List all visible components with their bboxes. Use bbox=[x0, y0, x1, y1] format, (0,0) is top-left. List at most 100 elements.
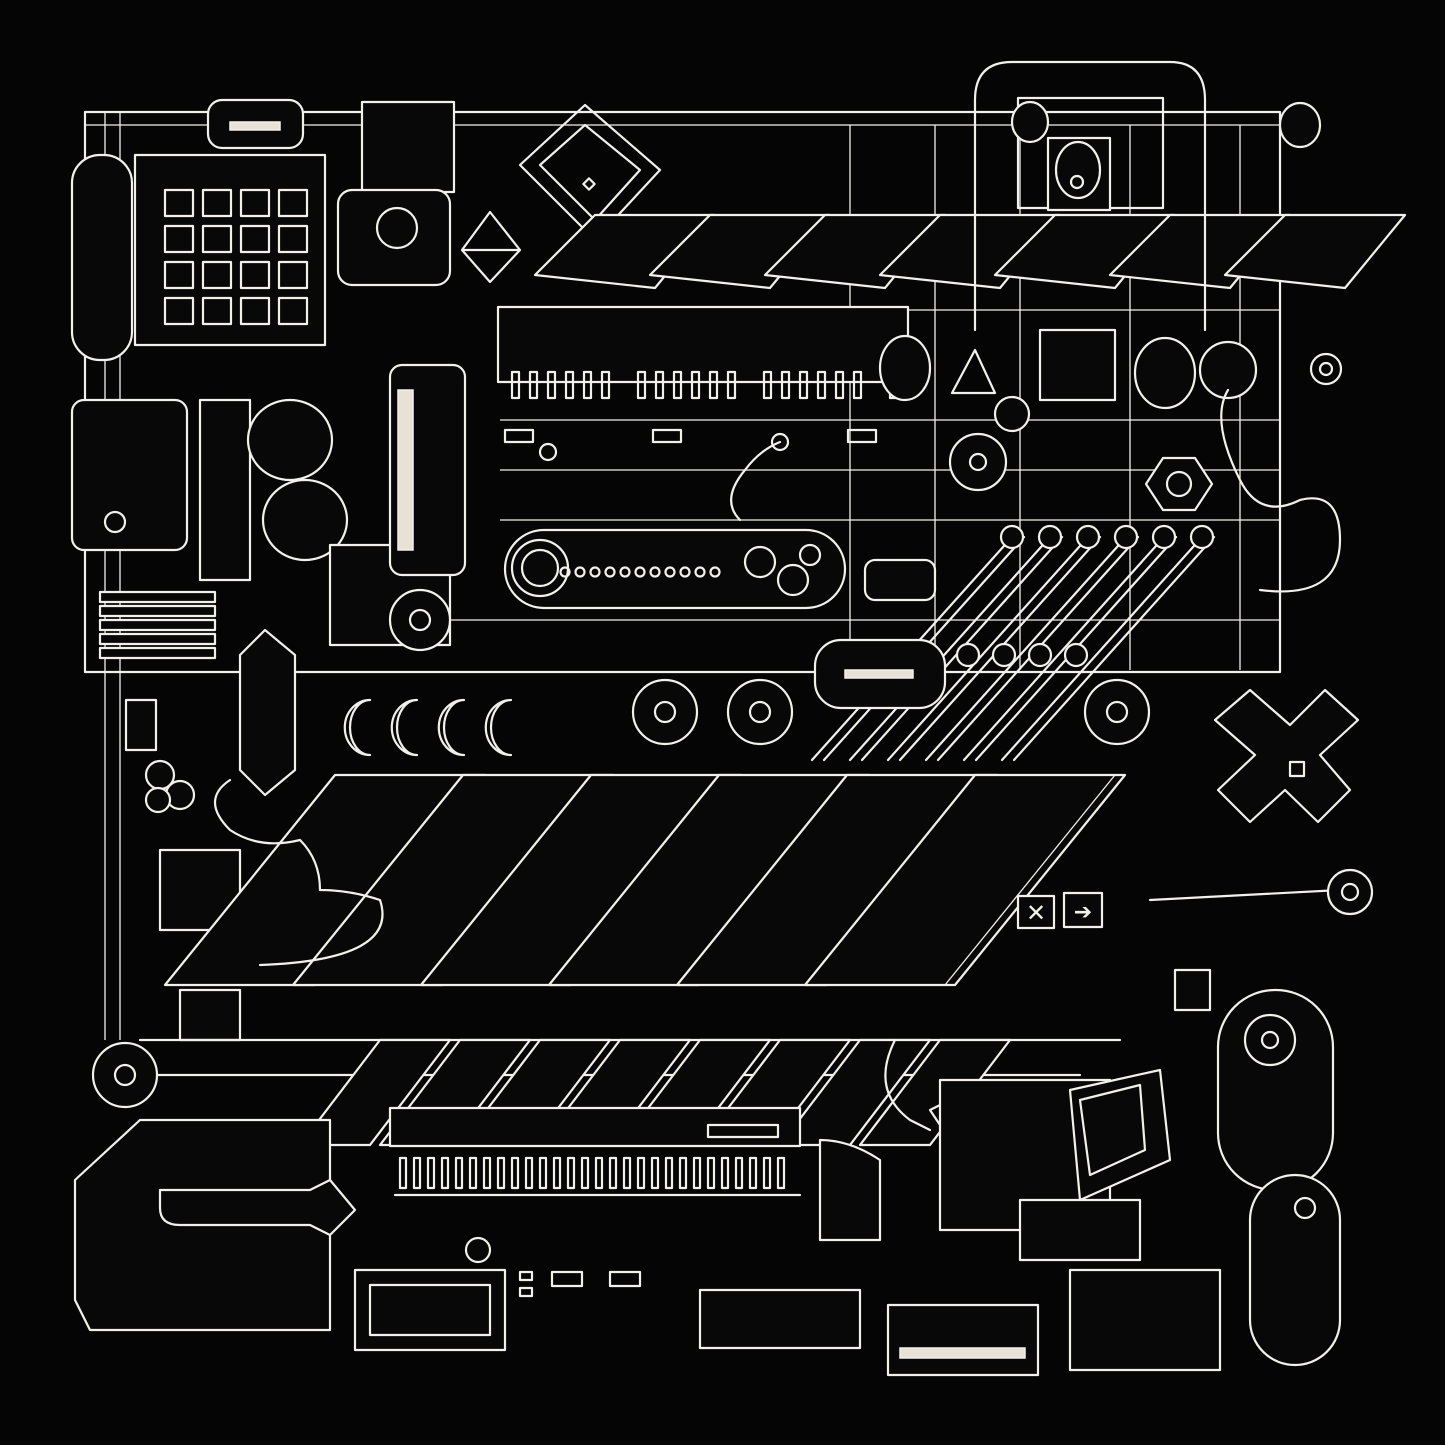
lower-slot bbox=[622, 1156, 632, 1190]
lower-slot bbox=[776, 1156, 786, 1190]
keypad-block bbox=[70, 98, 327, 362]
large-panel bbox=[803, 773, 1127, 987]
plate bbox=[98, 618, 217, 632]
rack-slot bbox=[546, 370, 557, 400]
key bbox=[163, 188, 195, 218]
top-small-boxes bbox=[336, 100, 662, 287]
led bbox=[559, 566, 571, 578]
close-icon: ✕ bbox=[1026, 899, 1046, 927]
shapes-cluster bbox=[878, 328, 1342, 593]
lower-deck bbox=[73, 968, 1342, 1377]
lower-slot bbox=[454, 1156, 464, 1190]
key bbox=[163, 260, 195, 290]
lower-slat bbox=[858, 1038, 1012, 1147]
rack-slot bbox=[852, 370, 863, 400]
lower-slot bbox=[496, 1156, 506, 1190]
rack-slot bbox=[726, 370, 737, 400]
lower-slot bbox=[762, 1156, 772, 1190]
plate bbox=[98, 590, 217, 604]
wheel-hub bbox=[653, 700, 677, 724]
lower-slot bbox=[426, 1156, 436, 1190]
key bbox=[277, 296, 309, 326]
rod bbox=[1000, 535, 1216, 762]
rack-slot bbox=[582, 370, 593, 400]
led bbox=[634, 566, 646, 578]
ring bbox=[991, 642, 1017, 668]
crescent bbox=[343, 698, 372, 757]
led bbox=[694, 566, 706, 578]
badge-close: ✕ bbox=[1016, 894, 1056, 930]
lower-slot bbox=[566, 1156, 576, 1190]
rack-slot bbox=[690, 370, 701, 400]
lower-slot bbox=[398, 1156, 408, 1190]
panel-edge bbox=[944, 774, 1116, 986]
lower-slot bbox=[594, 1156, 604, 1190]
large-panel-array bbox=[163, 773, 1127, 987]
rack-slot bbox=[636, 370, 647, 400]
ring bbox=[1189, 524, 1215, 550]
rack-slot bbox=[564, 370, 575, 400]
wheel bbox=[726, 678, 794, 746]
rack-slot bbox=[798, 370, 809, 400]
lower-slot bbox=[538, 1156, 548, 1190]
top-panel-row bbox=[533, 213, 1407, 290]
ring bbox=[1151, 524, 1177, 550]
led bbox=[649, 566, 661, 578]
key bbox=[201, 296, 233, 326]
key bbox=[163, 224, 195, 254]
wheel bbox=[631, 678, 699, 746]
lower-slot bbox=[720, 1156, 730, 1190]
wheel bbox=[1083, 678, 1151, 746]
plate bbox=[98, 646, 217, 660]
key bbox=[277, 260, 309, 290]
top-panel bbox=[1223, 213, 1407, 290]
led bbox=[589, 566, 601, 578]
lower-slot bbox=[636, 1156, 646, 1190]
crescent bbox=[484, 698, 513, 757]
lower-slot bbox=[552, 1156, 562, 1190]
ring bbox=[1113, 524, 1139, 550]
rack-slot bbox=[780, 370, 791, 400]
cable bbox=[214, 778, 384, 967]
rack-slot bbox=[528, 370, 539, 400]
lower-slat bbox=[298, 1038, 452, 1147]
led bbox=[679, 566, 691, 578]
lower-slot bbox=[692, 1156, 702, 1190]
ring bbox=[1063, 642, 1089, 668]
lower-slot bbox=[734, 1156, 744, 1190]
led bbox=[619, 566, 631, 578]
wheel-row bbox=[631, 678, 1151, 746]
plate bbox=[98, 632, 217, 646]
key bbox=[201, 188, 233, 218]
key bbox=[239, 224, 271, 254]
rack-slot bbox=[654, 370, 665, 400]
key bbox=[239, 260, 271, 290]
plate bbox=[98, 604, 217, 618]
lower-slot bbox=[524, 1156, 534, 1190]
arrow-right-icon: ➔ bbox=[1074, 900, 1092, 925]
lower-slot bbox=[608, 1156, 618, 1190]
equipment-rack bbox=[496, 305, 910, 522]
key bbox=[163, 296, 195, 326]
lower-slot bbox=[482, 1156, 492, 1190]
lower-slot bbox=[580, 1156, 590, 1190]
led bbox=[709, 566, 721, 578]
badge-arrow: ➔ bbox=[1062, 891, 1104, 929]
key bbox=[201, 224, 233, 254]
key bbox=[277, 188, 309, 218]
key bbox=[277, 224, 309, 254]
rack-slot bbox=[672, 370, 683, 400]
led bbox=[574, 566, 586, 578]
cross-gadget bbox=[1148, 688, 1374, 916]
key bbox=[239, 188, 271, 218]
lower-slot bbox=[706, 1156, 716, 1190]
ring bbox=[955, 642, 981, 668]
diagonal-rods bbox=[810, 524, 1216, 762]
rack-slot bbox=[510, 370, 521, 400]
ring bbox=[999, 524, 1025, 550]
rack-slot bbox=[834, 370, 845, 400]
key bbox=[201, 260, 233, 290]
key bbox=[239, 296, 271, 326]
lower-slot bbox=[748, 1156, 758, 1190]
lower-slot bbox=[440, 1156, 450, 1190]
